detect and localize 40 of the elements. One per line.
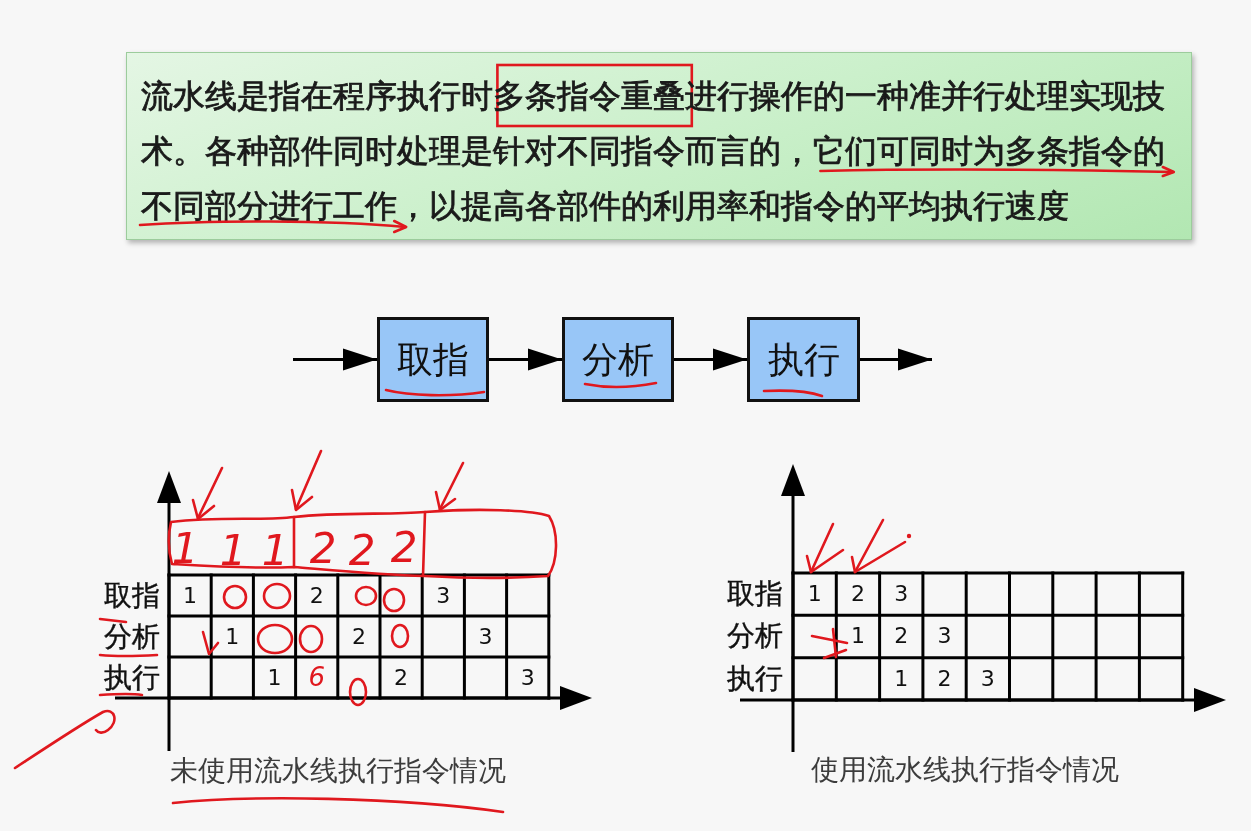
handwritten-digit: 2 bbox=[309, 524, 337, 574]
row-label: 执行 bbox=[104, 661, 160, 694]
caption: 未使用流水线执行指令情况 bbox=[170, 754, 506, 788]
process-box: 执行 bbox=[747, 317, 860, 402]
process-box: 分析 bbox=[562, 317, 674, 402]
instruction-number: 2 bbox=[894, 623, 909, 650]
handwritten-digit: 1 bbox=[219, 526, 247, 576]
instruction-number: 1 bbox=[894, 666, 909, 692]
instruction-number: 1 bbox=[267, 664, 282, 691]
instruction-number: 1 bbox=[807, 581, 822, 607]
instruction-number: 3 bbox=[894, 581, 909, 607]
instruction-number: 3 bbox=[937, 623, 952, 650]
process-box: 取指 bbox=[377, 317, 489, 402]
arrow bbox=[489, 348, 562, 371]
instruction-number: 1 bbox=[183, 582, 198, 609]
arrow bbox=[293, 348, 377, 371]
handwritten-digit: 6 bbox=[308, 662, 325, 693]
instruction-number: 3 bbox=[436, 582, 451, 609]
caption: 使用流水线执行指令情况 bbox=[811, 753, 1119, 787]
instruction-number: 1 bbox=[225, 623, 240, 650]
handwritten-digit: 2 bbox=[390, 523, 418, 573]
row-label: 取指 bbox=[727, 578, 783, 611]
handwritten-digit: 1 bbox=[171, 524, 199, 574]
handwritten-digit: 1 bbox=[261, 526, 289, 576]
instruction-number: 2 bbox=[850, 581, 865, 607]
instruction-number: 2 bbox=[937, 666, 952, 692]
handwritten-digit: 2 bbox=[348, 526, 376, 576]
row-label: 取指 bbox=[104, 579, 160, 612]
instruction-number: 2 bbox=[351, 623, 366, 650]
instruction-number: 3 bbox=[520, 664, 535, 691]
instruction-number: 2 bbox=[309, 582, 324, 609]
instruction-number: 1 bbox=[850, 623, 865, 650]
instruction-number: 2 bbox=[394, 664, 409, 691]
arrow bbox=[674, 348, 747, 371]
row-label: 分析 bbox=[104, 620, 160, 653]
row-label: 执行 bbox=[727, 662, 783, 695]
arrow bbox=[860, 348, 932, 371]
row-label: 分析 bbox=[727, 620, 783, 653]
instruction-number: 3 bbox=[478, 623, 493, 650]
instruction-number: 3 bbox=[980, 666, 995, 692]
